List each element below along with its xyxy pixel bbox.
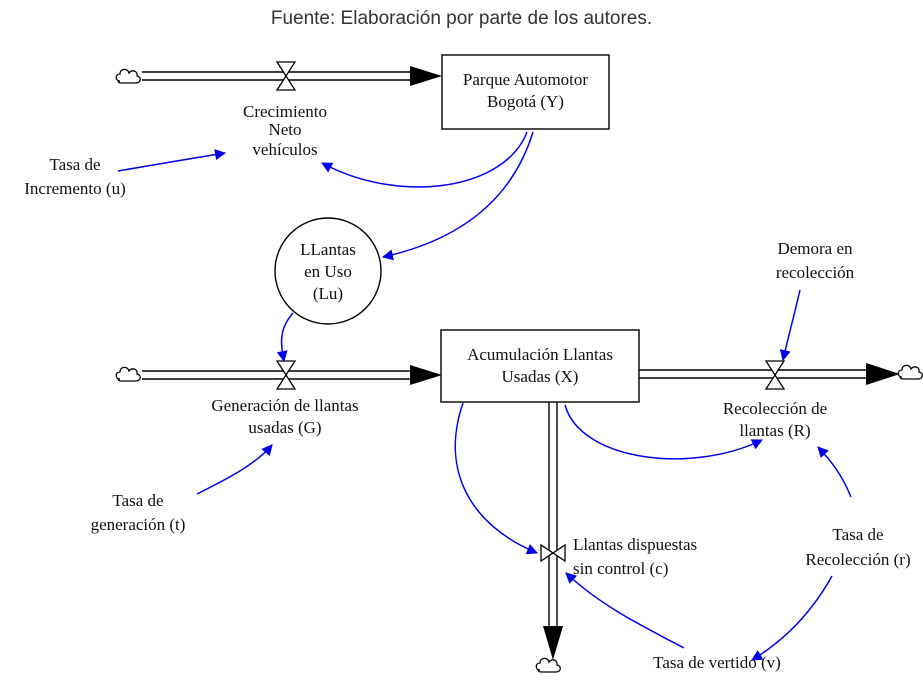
flow-label-line: usadas (G) bbox=[248, 418, 321, 437]
parameter-label-line: Incremento (u) bbox=[24, 179, 125, 198]
parameter-label-line: Recolección (r) bbox=[805, 550, 910, 569]
link-arrow-tasa-vertido-dispuestas bbox=[565, 572, 685, 649]
flow-label-line: Recolección de bbox=[723, 399, 827, 418]
llantas-en-uso-circle bbox=[274, 217, 382, 325]
link-arrow-demora bbox=[779, 289, 801, 362]
stock-label-line: Parque Automotor bbox=[463, 70, 588, 89]
stock-acumulacion-llantas bbox=[440, 329, 640, 403]
flow-pipe-dispuestas bbox=[548, 400, 558, 632]
parameter-label-line: recolección bbox=[776, 263, 855, 282]
stock-label-line: Acumulación Llantas bbox=[467, 345, 613, 364]
circle-label-line: en Uso bbox=[304, 262, 352, 281]
flow-arrowhead bbox=[410, 365, 442, 385]
flow-label-line: Neto bbox=[268, 120, 301, 139]
parameter-label: Tasa de vertido (v) bbox=[653, 653, 781, 672]
link-arrow-acumulacion-recoleccion bbox=[564, 404, 763, 460]
link-arrow-tasa-recoleccion-vertido bbox=[751, 575, 833, 661]
stock-label-line: Usadas (X) bbox=[502, 367, 579, 386]
link-arrow-llantas-uso-generacion bbox=[276, 312, 294, 363]
flow-arrowhead bbox=[410, 66, 442, 86]
cloud-icon bbox=[535, 657, 561, 673]
valve-icon bbox=[764, 360, 786, 390]
stock-parque-automotor bbox=[441, 54, 610, 130]
flow-label-line: Llantas dispuestas bbox=[573, 535, 697, 554]
parameter-label-line: Tasa de bbox=[832, 525, 883, 544]
parameter-label-line: Tasa de bbox=[112, 491, 163, 510]
flow-pipe-generacion bbox=[142, 370, 422, 380]
parameter-label-line: generación (t) bbox=[91, 515, 186, 534]
valve-icon bbox=[275, 61, 297, 91]
cloud-icon bbox=[115, 366, 141, 382]
cloud-icon bbox=[897, 364, 923, 380]
flow-label-line: llantas (R) bbox=[739, 421, 810, 440]
link-arrow-tasa-recoleccion-recoleccion bbox=[817, 446, 852, 498]
circle-label-line: LLantas bbox=[300, 240, 356, 259]
figure-caption: Fuente: Elaboración por parte de los aut… bbox=[270, 8, 653, 29]
cloud-icon bbox=[115, 68, 141, 84]
flow-pipe-recoleccion bbox=[639, 369, 876, 379]
link-arrow-tasa-incremento bbox=[117, 149, 227, 172]
stock-label-line: Bogotá (Y) bbox=[487, 92, 564, 111]
valve-icon bbox=[275, 360, 297, 390]
valve-icon bbox=[540, 543, 566, 563]
link-arrow-acumulacion-dispuestas bbox=[454, 402, 539, 555]
link-arrow-parque-crecimiento bbox=[321, 131, 528, 188]
link-arrow-tasa-generacion bbox=[196, 444, 273, 495]
flow-label-line: vehículos bbox=[252, 140, 317, 159]
flow-label-line: sin control (c) bbox=[573, 559, 668, 578]
link-arrow-parque-llantas-uso bbox=[381, 131, 534, 261]
parameter-label-line: Demora en bbox=[777, 239, 853, 258]
flow-label-line: Generación de llantas bbox=[211, 396, 358, 415]
circle-label-line: (Lu) bbox=[313, 284, 343, 303]
flow-arrowhead bbox=[543, 626, 563, 660]
flow-arrowhead bbox=[866, 363, 900, 385]
flow-pipe-crecimiento bbox=[142, 71, 422, 81]
parameter-label-line: Tasa de bbox=[49, 155, 100, 174]
flow-label-line: Crecimiento bbox=[243, 102, 327, 121]
